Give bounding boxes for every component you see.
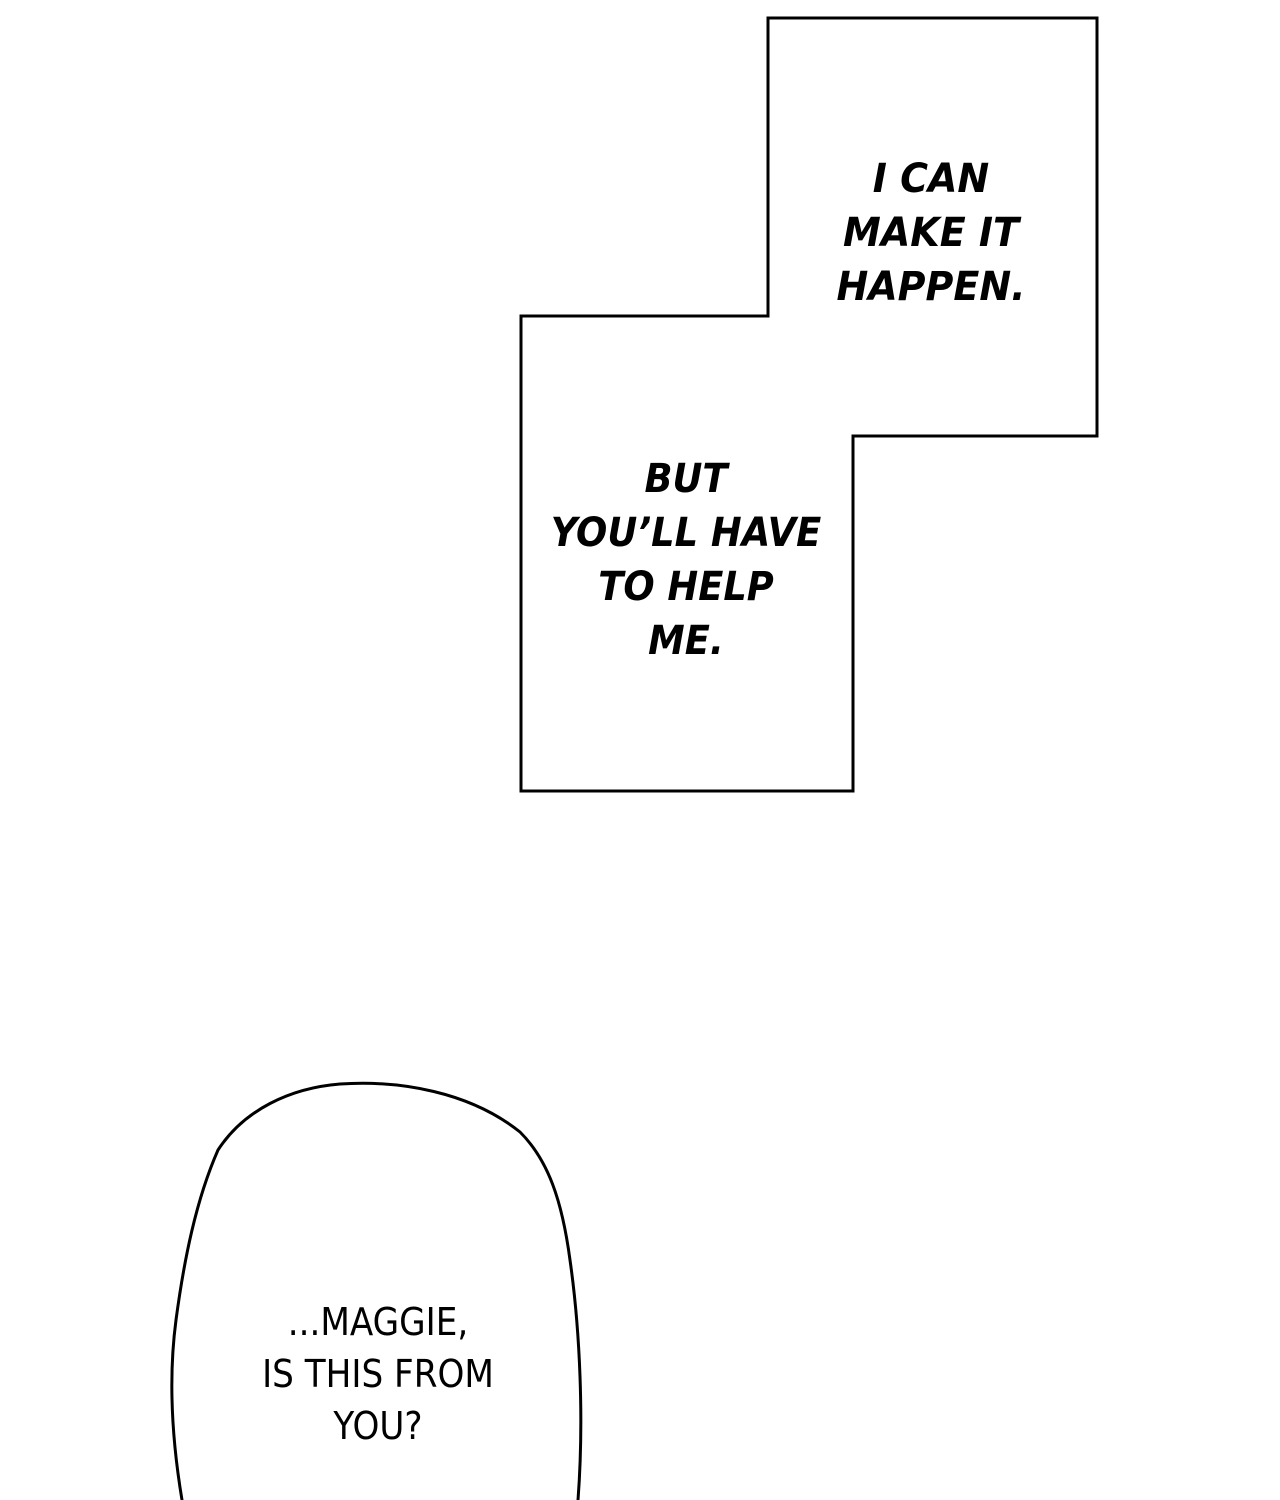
caption-line: BUT [644, 456, 728, 502]
caption-box-outline [519, 16, 1099, 793]
caption-line: ME. [648, 618, 724, 664]
caption-line: TO HELP [598, 564, 774, 610]
caption-top-text: I CAN MAKE IT HAPPEN. [807, 152, 1056, 314]
caption-line: YOU’LL HAVE [550, 510, 822, 556]
bubble-line: ...MAGGIE, [287, 1300, 469, 1344]
speech-bubble-outline [170, 1081, 583, 1500]
bubble-line: IS THIS FROM [262, 1352, 494, 1396]
caption-line: I CAN [872, 156, 990, 202]
speech-bubble-text: ...MAGGIE, IS THIS FROM YOU? [218, 1296, 538, 1452]
caption-bottom-text: BUT YOU’LL HAVE TO HELP ME. [542, 452, 829, 668]
caption-line: MAKE IT [843, 210, 1019, 256]
caption-line: HAPPEN. [836, 264, 1026, 310]
bubble-line: YOU? [333, 1404, 423, 1448]
